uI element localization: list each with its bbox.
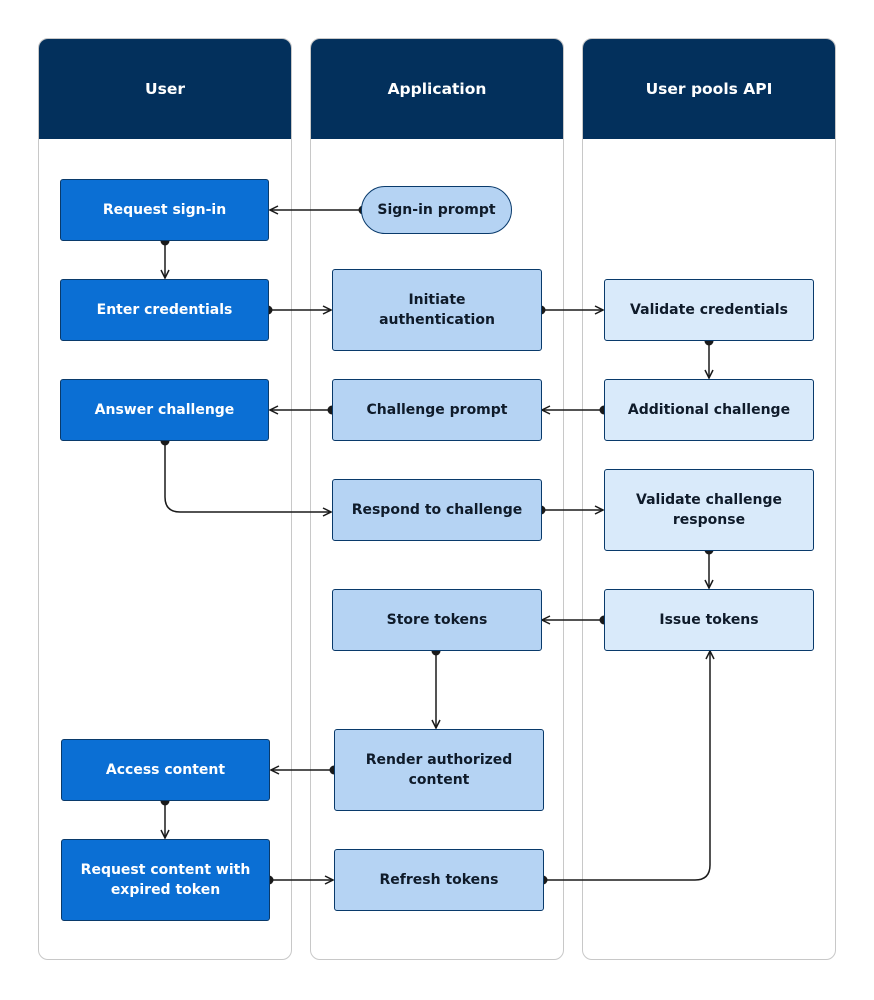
step-additional-challenge: Additional challenge [604, 379, 814, 441]
step-initiate-authentication: Initiate authentication [332, 269, 542, 351]
lane-title-user: User [145, 80, 185, 98]
step-validate-challenge-response: Validate challenge response [604, 469, 814, 551]
step-access-content: Access content [61, 739, 270, 801]
step-label: Additional challenge [627, 402, 791, 418]
lane-header-user: User [39, 39, 291, 139]
step-label: Refresh tokens [379, 872, 499, 888]
step-enter-credentials: Enter credentials [60, 279, 269, 341]
lane-title-api: User pools API [645, 80, 773, 98]
step-label: Validate challenge response [636, 492, 782, 528]
step-respond-to-challenge: Respond to challenge [332, 479, 542, 541]
step-render-authorized-content: Render authorized content [334, 729, 544, 811]
step-label: Request content with expired token [80, 862, 251, 898]
step-label: Validate credentials [630, 302, 788, 318]
lane-header-api: User pools API [583, 39, 835, 139]
step-challenge-prompt: Challenge prompt [332, 379, 542, 441]
step-label: Enter credentials [96, 302, 233, 318]
step-label: Access content [105, 762, 226, 778]
step-label: Challenge prompt [366, 402, 508, 418]
step-refresh-tokens: Refresh tokens [334, 849, 544, 911]
step-store-tokens: Store tokens [332, 589, 542, 651]
step-sign-in-prompt: Sign-in prompt [361, 186, 512, 234]
step-label: Render authorized content [365, 752, 513, 788]
step-request-content-expired-token: Request content with expired token [61, 839, 270, 921]
step-label: Sign-in prompt [377, 202, 496, 218]
step-answer-challenge: Answer challenge [60, 379, 269, 441]
step-label: Request sign-in [102, 202, 227, 218]
lane-header-application: Application [311, 39, 563, 139]
step-label: Respond to challenge [351, 502, 523, 518]
arrow-answer-to-respond [164, 441, 331, 512]
step-validate-credentials: Validate credentials [604, 279, 814, 341]
step-label: Store tokens [386, 612, 488, 628]
step-issue-tokens: Issue tokens [604, 589, 814, 651]
step-label: Issue tokens [659, 612, 759, 628]
step-request-sign-in: Request sign-in [60, 179, 269, 241]
step-label: Answer challenge [94, 402, 235, 418]
step-label: Initiate authentication [379, 292, 495, 328]
arrow-refresh-to-issue [543, 651, 710, 881]
lane-title-application: Application [387, 80, 487, 98]
